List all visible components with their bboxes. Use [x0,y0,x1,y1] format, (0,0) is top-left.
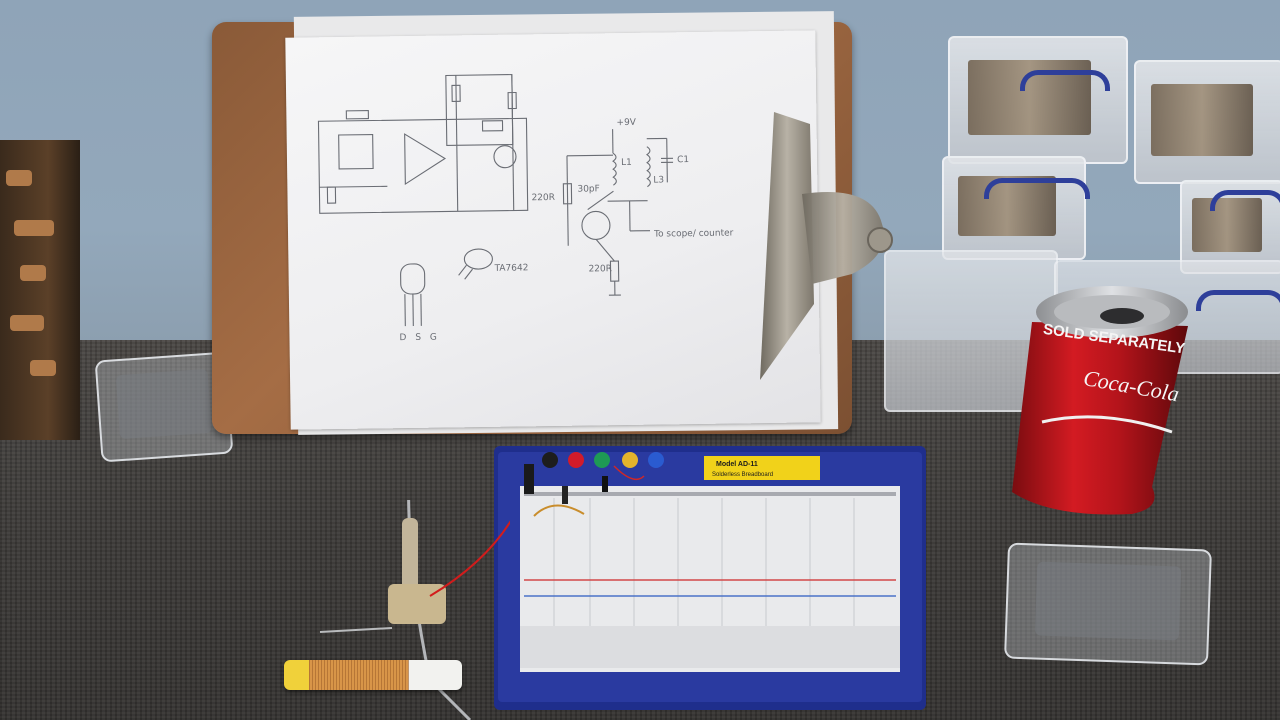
storage-drawer [942,156,1086,260]
ferrite-rod-coil [284,660,462,690]
rack-knob [6,170,32,186]
empty-plastic-case-right [1004,542,1212,666]
solderless-breadboard: Model AD-11 Solderless Breadboard [494,446,926,710]
storage-drawer [948,36,1128,164]
clipboard-metal-clip [760,112,893,380]
schematic-label-res2: 220R [588,264,612,274]
breadboard-sublabel: Solderless Breadboard [712,472,773,478]
schematic-label-l1: L1 [621,158,632,168]
wooden-rack [0,140,80,440]
hand-drawn-schematic: +9V 220R 220R 30pF L1 L3 C1 To scope/ co… [317,74,734,344]
schematic-label-c1: C1 [677,155,689,165]
schematic-label-res1: 220R [531,193,555,203]
rack-knob [20,265,46,281]
schematic-note-scope: To scope/ counter [653,228,734,239]
schematic-note-ic: TA7642 [493,263,528,273]
storage-drawer [1134,60,1280,184]
test-probe-on-stand [319,500,510,720]
breadboard-model-label: Model AD-11 [716,461,758,468]
schematic-label-cap-val: 30pF [577,184,599,194]
schematic-pin-labels: D S G [399,333,439,344]
coca-cola-can: SOLD SEPARATELY Coca-Cola [1012,286,1188,515]
drawer-handle [1196,290,1280,311]
drawer-handle [984,178,1090,199]
rack-knob [10,315,44,331]
drawer-handle [1210,190,1280,211]
schematic-paper: +9V 220R 220R 30pF L1 L3 C1 To scope/ co… [285,30,821,430]
schematic-label-l3: L3 [653,175,664,185]
storage-drawer [1180,180,1280,274]
rack-knob [14,220,54,236]
drawer-handle [1020,70,1110,91]
rack-knob [30,360,56,376]
schematic-label-voltage: +9V [616,118,636,128]
